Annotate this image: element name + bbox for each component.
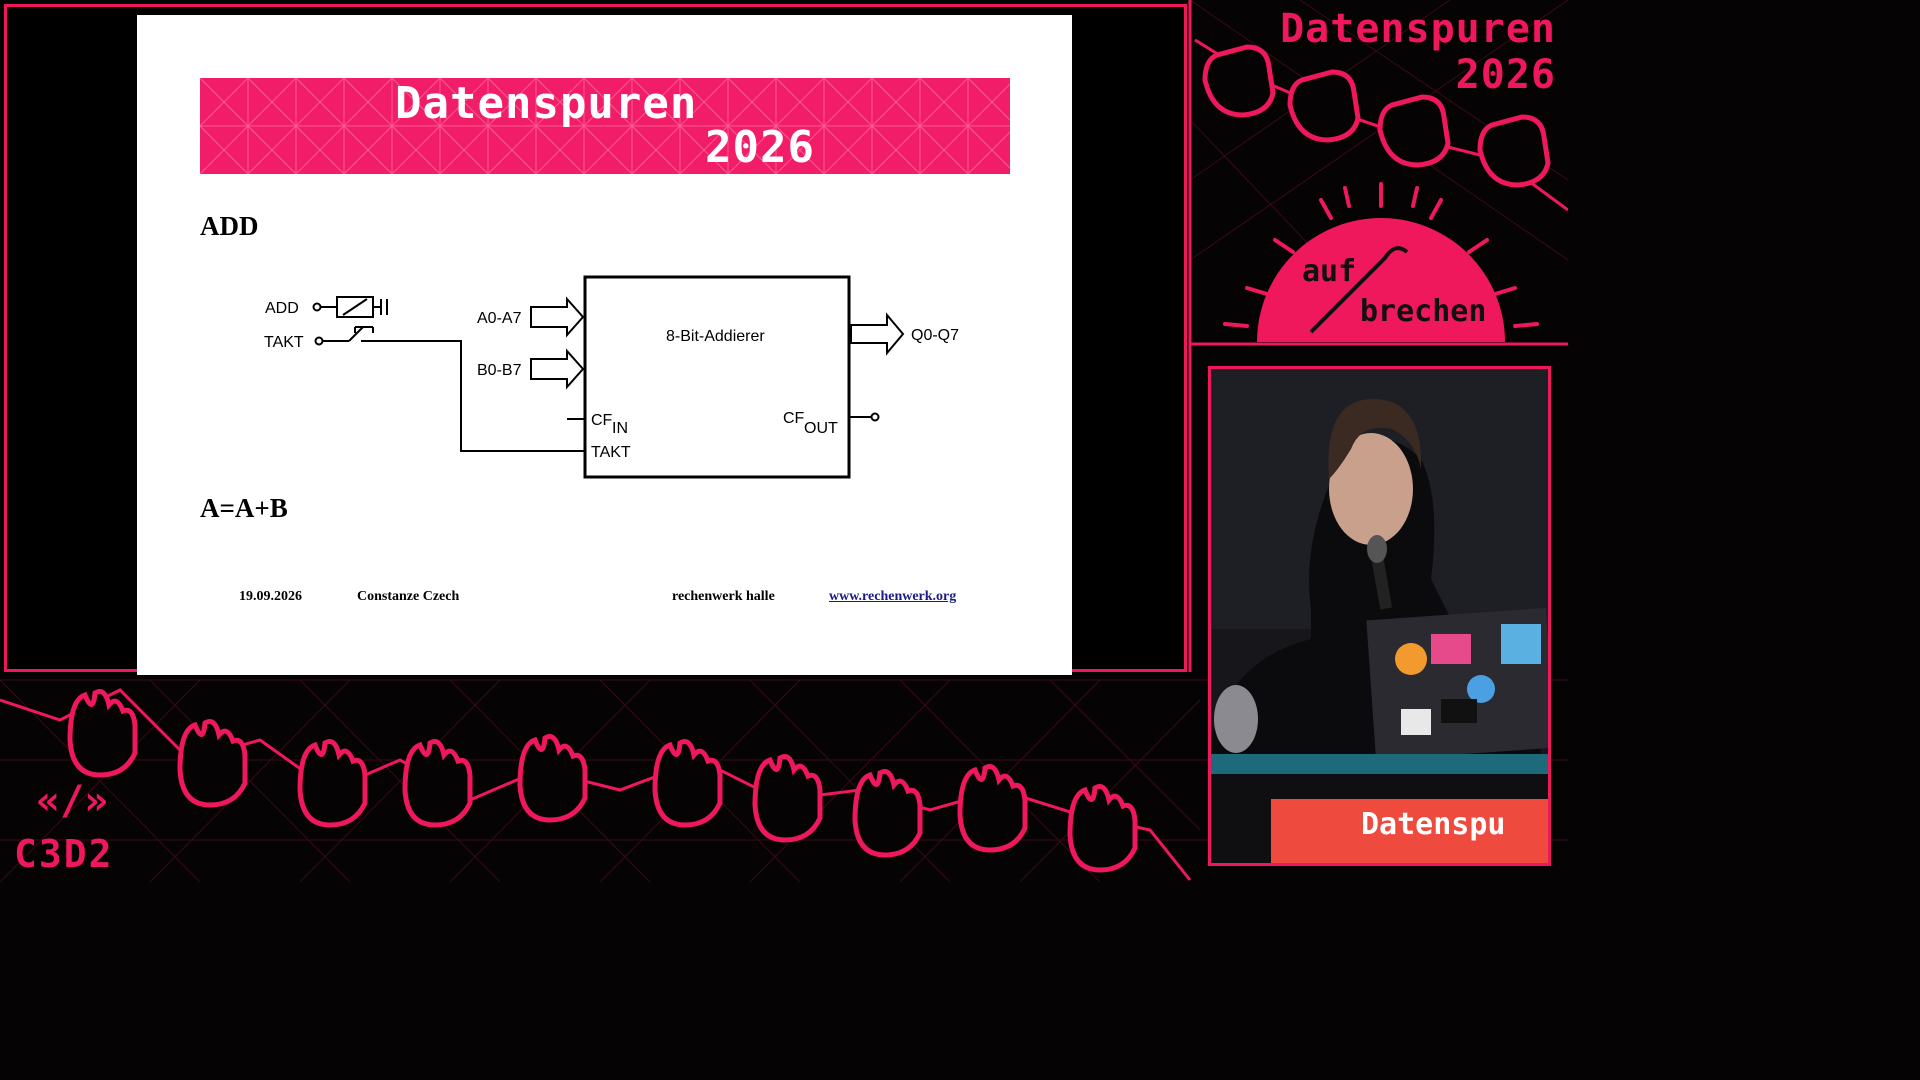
label-bus-a: A0-A7 (477, 310, 522, 327)
add-input-terminal (312, 302, 322, 312)
background-pattern (0, 0, 1568, 882)
bus-a-arrow (530, 296, 585, 338)
label-bus-b: B0-B7 (477, 362, 522, 379)
banner-title-line1: Datenspuren (395, 78, 698, 129)
speaker-camera-frame: Datenspu (1208, 366, 1551, 866)
label-add: ADD (265, 300, 299, 317)
hand-icon (67, 689, 138, 778)
label-block: 8-Bit-Addierer (666, 328, 765, 345)
hand-icon (752, 754, 823, 843)
hand-icon (1477, 114, 1551, 188)
hand-icon (957, 764, 1028, 853)
presentation-slide: Datenspuren 2026 ADD (137, 15, 1072, 675)
slide-heading: ADD (200, 211, 259, 241)
bus-b-arrow (530, 348, 585, 390)
hand-icon (652, 739, 723, 828)
speaker-video (1211, 369, 1548, 863)
label-cf-in-sub: IN (612, 420, 628, 437)
hand-icon (177, 719, 248, 808)
stage-sign-text: Datenspu (1361, 807, 1506, 842)
c3d2-logo-icon: «/» (36, 778, 109, 824)
event-title-line1: Datenspuren (1280, 6, 1556, 52)
hand-icon (1067, 784, 1138, 873)
hand-icon (297, 739, 368, 828)
banner-title-line2: 2026 (705, 122, 815, 173)
label-takt: TAKT (264, 334, 304, 351)
label-cf-in: CF (591, 412, 613, 429)
hand-icon (402, 739, 473, 828)
takt-input-terminal (314, 336, 324, 346)
hand-icon (1202, 44, 1276, 118)
c3d2-logo-text: C3D2 (14, 832, 114, 876)
label-cf-out-sub: OUT (804, 420, 838, 437)
banner-title: Datenspuren 2026 (395, 82, 815, 170)
hand-icon (852, 769, 923, 858)
label-output: Q0-Q7 (911, 327, 959, 344)
footer-date: 19.09.2026 (239, 589, 302, 604)
footer-author: Constanze Czech (357, 589, 460, 604)
hand-icon (1377, 94, 1451, 168)
hand-icon (1287, 69, 1361, 143)
slide-formula: A=A+B (200, 493, 288, 523)
label-takt-pin: TAKT (591, 444, 631, 461)
label-cf-out: CF (783, 410, 805, 427)
motto-sun-icon (1223, 182, 1539, 342)
slide-video-frame: Datenspuren 2026 ADD (4, 4, 1187, 675)
output-arrow (850, 312, 905, 356)
banner-pattern (200, 78, 1010, 174)
event-title: Datenspuren 2026 (1280, 6, 1556, 98)
adder-block (583, 275, 851, 479)
event-title-line2: 2026 (1455, 52, 1556, 98)
hand-icon (517, 734, 588, 823)
motto-line1: auf (1302, 254, 1357, 289)
footer-org: rechenwerk halle (672, 589, 775, 604)
footer-url-link[interactable]: www.rechenwerk.org (829, 589, 957, 604)
adder-circuit-diagram: ADD TAKT A0-A7 B0-B7 8-Bit-Addierer Q0-Q… (264, 275, 959, 479)
motto-line2: brechen (1360, 294, 1487, 329)
slide-banner: Datenspuren 2026 (200, 78, 1010, 174)
cf-out-terminal (870, 412, 880, 422)
